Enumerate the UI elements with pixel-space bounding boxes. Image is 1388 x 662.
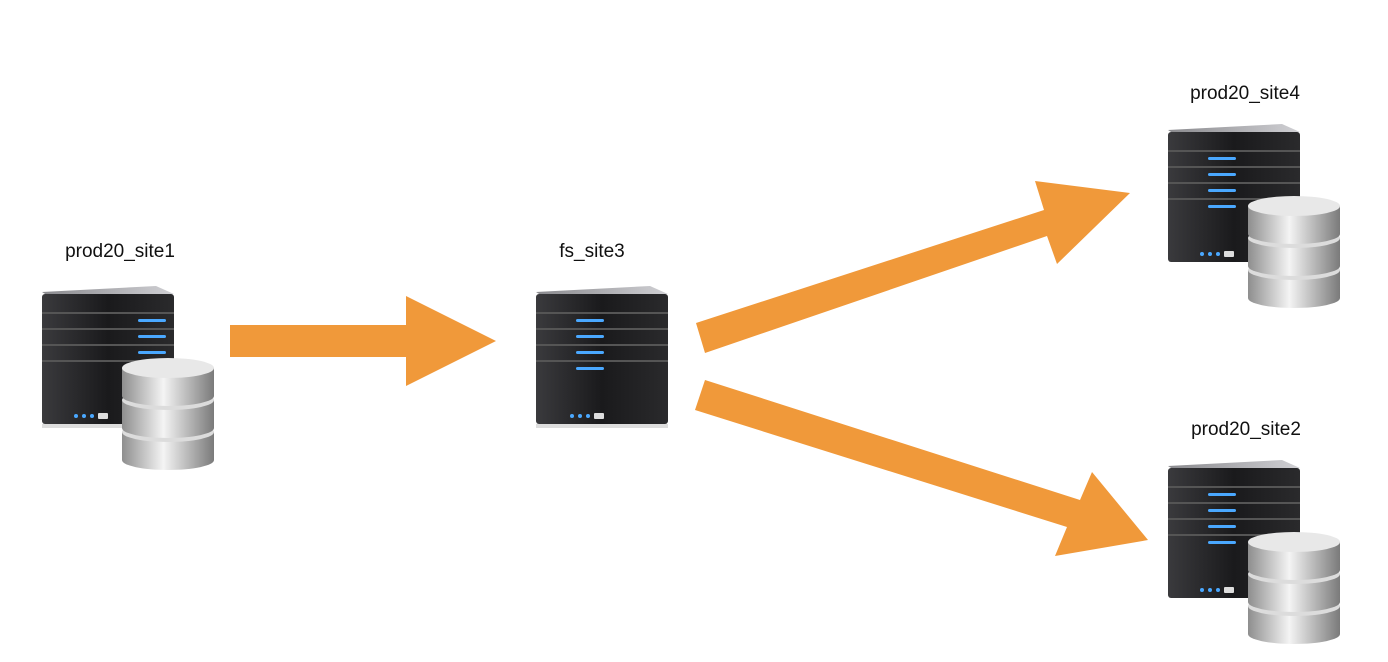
arrow-site1-to-site3	[230, 296, 496, 386]
arrow-site3-to-site2	[695, 380, 1148, 556]
server-with-database-icon	[1168, 460, 1340, 644]
server-with-database-icon	[1168, 124, 1340, 308]
node-label-site1: prod20_site1	[65, 241, 175, 262]
node-label-site4: prod20_site4	[1190, 83, 1300, 104]
server-with-database-icon	[42, 286, 214, 470]
node-label-site2: prod20_site2	[1191, 419, 1301, 440]
arrow-site3-to-site4	[696, 181, 1130, 353]
server-icon	[536, 286, 668, 428]
node-label-site3: fs_site3	[559, 241, 625, 262]
